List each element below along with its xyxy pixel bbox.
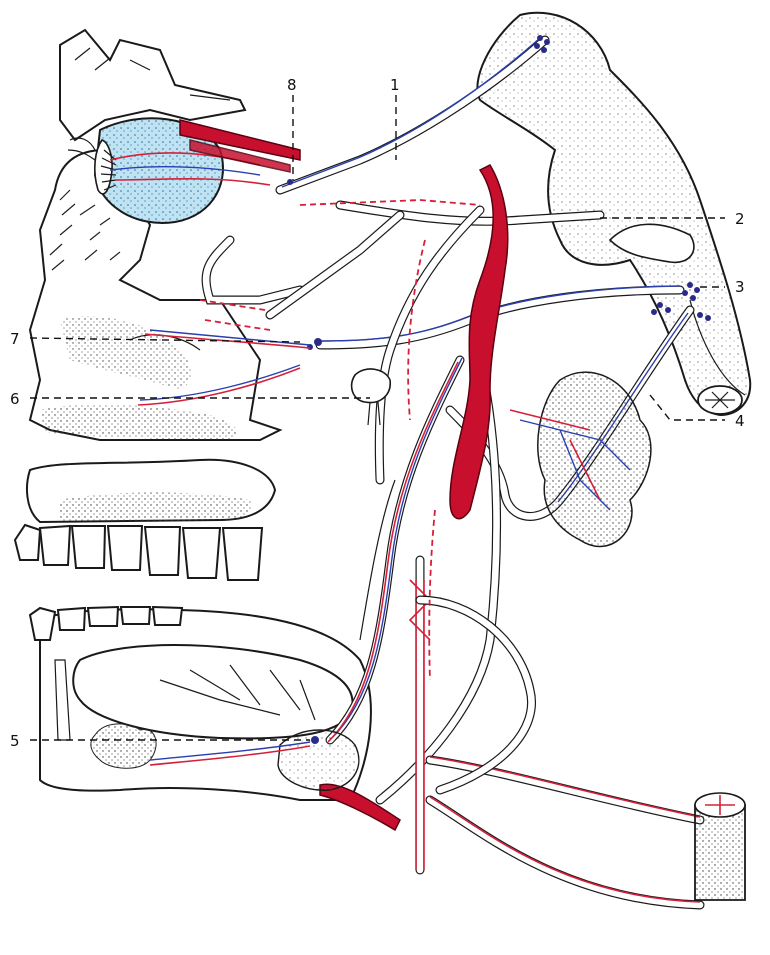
skull-outline: [13, 28, 372, 801]
brainstem: [476, 11, 752, 417]
label-1: 1: [390, 76, 400, 94]
spinal-cord-segment: [694, 792, 746, 901]
parotid-gland: [537, 371, 652, 548]
sympathetic-trunk: [408, 555, 705, 910]
label-7: 7: [10, 330, 20, 348]
nerve-trunks: [201, 35, 695, 805]
lower-teeth: [28, 605, 184, 641]
label-6: 6: [10, 390, 20, 408]
label-3: 3: [735, 278, 745, 296]
carotid-artery: [319, 164, 509, 832]
upper-teeth: [13, 523, 264, 581]
label-2: 2: [735, 210, 745, 228]
tongue: [72, 644, 354, 740]
submandibular-gland: [277, 729, 360, 791]
label-4: 4: [735, 412, 745, 430]
leader-lines: [29, 95, 725, 741]
label-5: 5: [10, 732, 20, 750]
label-8: 8: [287, 76, 297, 94]
figure-labels: 1 2 3 4 5 6 7 8: [10, 76, 745, 750]
